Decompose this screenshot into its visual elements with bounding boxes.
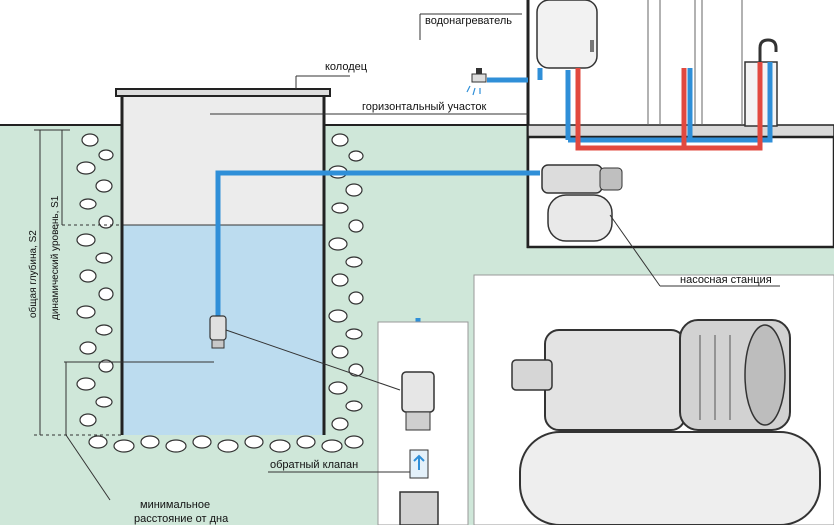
outdoor-tap-icon	[466, 68, 487, 96]
basement-floor	[527, 124, 834, 138]
ground-right-strip	[530, 245, 834, 275]
gravel	[76, 133, 364, 453]
label-min-distance-2: расстояние от дна	[134, 513, 229, 525]
leader-lines	[65, 13, 780, 501]
hot-water-pipes	[575, 62, 763, 151]
label-total-depth: общая глубина, S2	[27, 230, 39, 318]
label-horizontal-section: горизонтальный участок	[362, 101, 487, 113]
well	[115, 88, 331, 435]
well-air	[122, 95, 324, 225]
label-min-distance-1: минимальное	[140, 499, 210, 511]
label-pump-station: насосная станция	[680, 274, 772, 286]
check-valve-inset	[377, 321, 469, 525]
water-heater	[536, 0, 598, 69]
foot-valve	[209, 315, 227, 349]
pump-station-large-inset	[473, 274, 834, 525]
label-check-valve: обратный клапан	[270, 459, 358, 471]
label-well: колодец	[325, 61, 368, 73]
label-water-heater: водонагреватель	[425, 15, 512, 27]
label-dynamic-level: динамический уровень, S1	[50, 195, 61, 320]
well-cap	[115, 88, 331, 97]
